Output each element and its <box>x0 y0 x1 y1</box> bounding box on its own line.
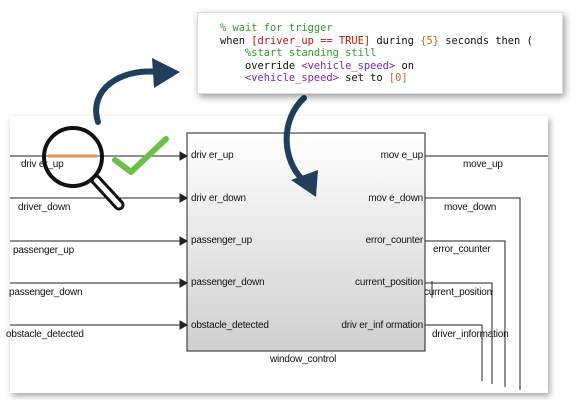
port-in-driver-up: driv er_up <box>191 150 234 161</box>
code-set-to-keyword: set to <box>338 72 389 84</box>
right-signal-driver-information: driver_information <box>432 329 509 340</box>
curved-arrow-down-icon <box>283 95 318 197</box>
right-signal-error-counter: error_counter <box>433 244 491 255</box>
code-popup: % wait for trigger when [driver_up == TR… <box>197 12 563 94</box>
code-value-zero: [0] <box>388 72 408 84</box>
port-in-passenger-up: passenger_up <box>191 235 252 246</box>
code-override-keyword: override <box>245 59 302 72</box>
port-in-driver-down: driv er_down <box>191 193 246 204</box>
port-in-obstacle-detected: obstacle_detected <box>191 320 269 331</box>
block-name: window_control <box>270 354 337 365</box>
code-comment-trigger: % wait for trigger <box>220 22 333 34</box>
left-signal-driver-down: driver_down <box>18 202 71 213</box>
port-out-driver-information: driv er_inf ormation <box>341 320 423 331</box>
right-signal-current-position: current_position <box>424 287 492 298</box>
port-out-move-down: mov e_down <box>368 193 423 204</box>
right-signal-move-up: move_up <box>463 159 503 170</box>
right-signal-move-down: move_down <box>444 202 497 213</box>
code-during-keyword: during <box>370 34 421 47</box>
curved-arrow-up-icon <box>93 58 180 125</box>
code-when-keyword: when <box>220 34 252 47</box>
code-signal-vehicle-speed: <vehicle_speed> <box>301 59 396 72</box>
code-block: % wait for trigger when [driver_up == TR… <box>220 22 533 85</box>
left-signal-obstacle-detected: obstacle_detected <box>6 329 84 340</box>
port-in-passenger-down: passenger_down <box>191 277 265 288</box>
code-on-keyword: on <box>395 59 414 72</box>
port-out-error-counter: error_counter <box>365 235 424 246</box>
left-signal-passenger-up: passenger_up <box>13 245 74 256</box>
magnifier-icon <box>42 126 125 211</box>
checkmark-icon <box>112 136 169 175</box>
code-seconds-then: seconds then ( <box>438 34 533 47</box>
code-duration: {5} <box>420 34 439 47</box>
port-out-move-up: mov e_up <box>380 150 424 161</box>
code-comment-standing: %start standing still <box>245 47 377 59</box>
code-condition: [driver_up == TRUE] <box>251 34 371 47</box>
port-out-current-position: current_position <box>355 277 423 288</box>
left-signal-passenger-down: passenger_down <box>9 287 83 298</box>
window-control-block[interactable] <box>186 132 426 352</box>
left-signal-driver-up: driv er_up <box>21 159 64 170</box>
code-signal-vehicle-speed-2: <vehicle_speed> <box>245 72 339 84</box>
